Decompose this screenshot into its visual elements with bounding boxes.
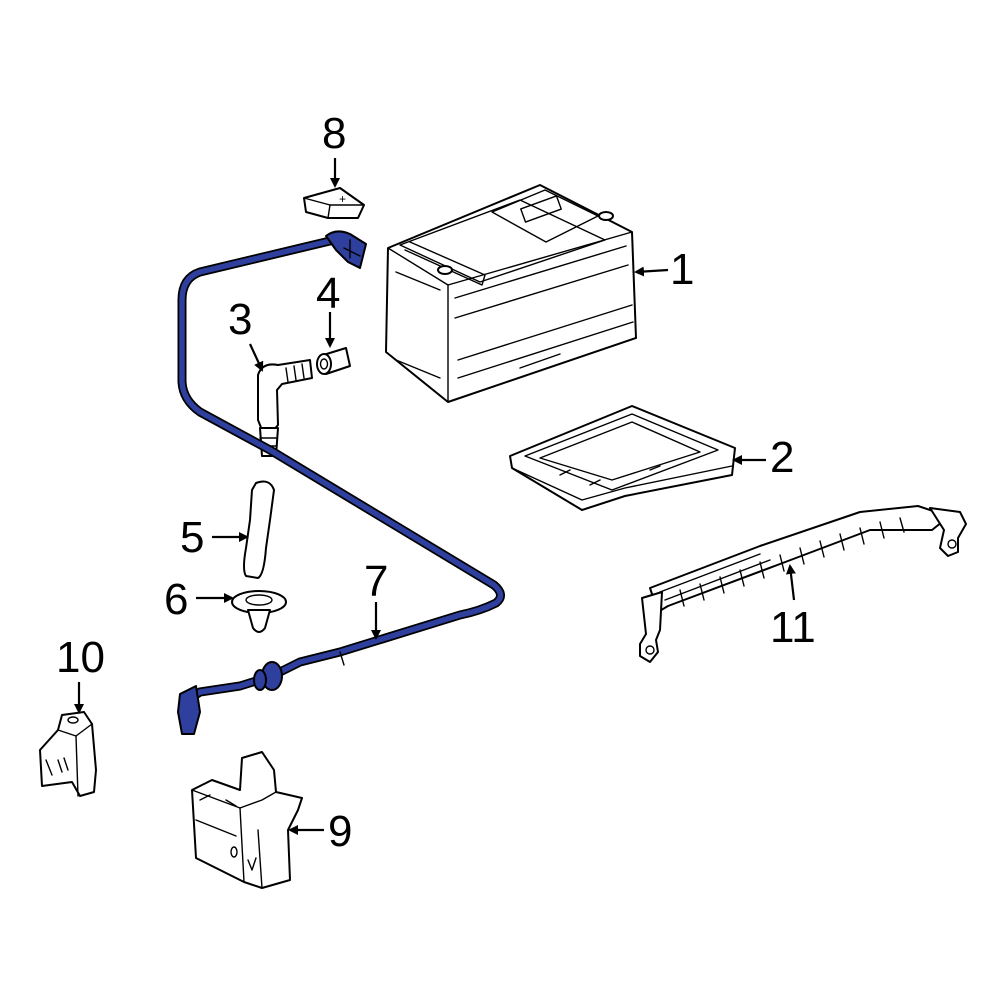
- arrow-11: [785, 564, 796, 601]
- callout-5: 5: [180, 513, 204, 562]
- vent-grommet: [316, 347, 351, 375]
- callout-11: 11: [770, 603, 816, 652]
- callout-2: 2: [770, 433, 794, 482]
- callout-8: 8: [322, 109, 346, 158]
- battery-tray: [509, 405, 736, 511]
- vent-hose: [243, 480, 275, 579]
- arrow-1: [634, 266, 669, 277]
- positive-battery-cable: [177, 230, 505, 735]
- battery: [385, 184, 637, 403]
- callout-arrows: [74, 158, 796, 835]
- vent-plug: [231, 590, 287, 633]
- callout-3: 3: [228, 295, 252, 344]
- callout-6: 6: [164, 575, 188, 624]
- terminal-cover: +: [303, 187, 365, 219]
- junction-block: [191, 751, 303, 889]
- callout-numbers: 1 2 3 4 5 6 7 8 9 10 11: [56, 109, 816, 856]
- callout-10: 10: [56, 633, 105, 682]
- callout-1: 1: [670, 245, 694, 294]
- plus-symbol: +: [339, 192, 346, 206]
- callout-9: 9: [328, 807, 352, 856]
- battery-clamp: [39, 711, 97, 797]
- callout-7: 7: [364, 557, 388, 606]
- callout-4: 4: [316, 269, 340, 318]
- vent-elbow-tube: [257, 359, 313, 457]
- ground-strap: [639, 505, 967, 663]
- arrow-3: [249, 343, 264, 372]
